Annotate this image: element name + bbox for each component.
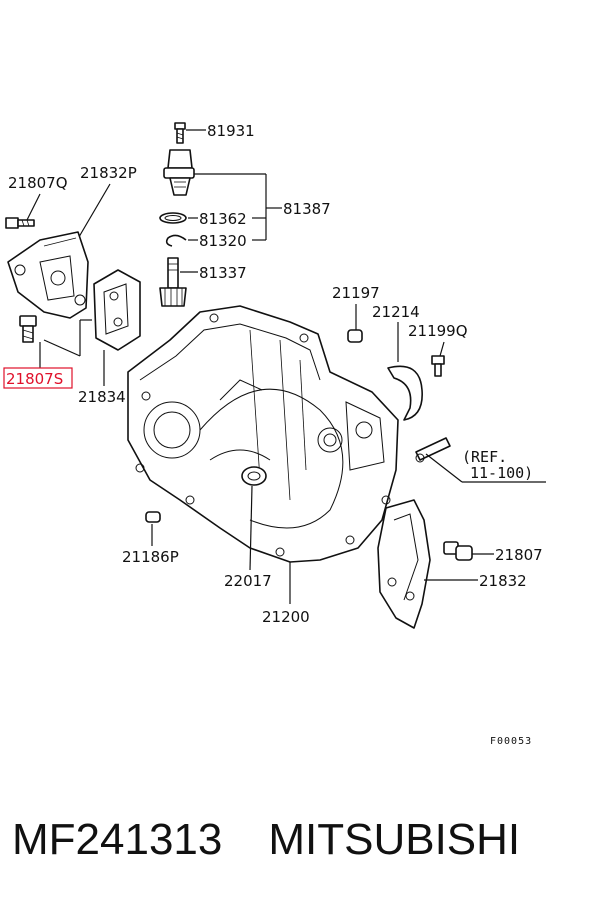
- ref-sensor: [415, 437, 451, 463]
- ref-line-1: (REF.: [462, 448, 507, 466]
- label-21186P: 21186P: [122, 548, 179, 566]
- dowel-pin-21186P: [145, 511, 161, 523]
- ref-line-2: 11-100): [470, 464, 533, 482]
- label-81931: 81931: [207, 122, 255, 140]
- transmission-case-21200: [127, 305, 399, 563]
- label-21834: 21834: [78, 388, 126, 406]
- footer: MF241313 MITSUBISHI: [12, 800, 592, 880]
- label-21807Q: 21807Q: [8, 174, 68, 192]
- label-21200: 21200: [262, 608, 310, 626]
- label-81320: 81320: [199, 232, 247, 250]
- bracket-21834: [93, 269, 141, 351]
- bolt-21807S: [19, 315, 37, 343]
- label-21832: 21832: [479, 572, 527, 590]
- figure-code: F00053: [490, 736, 532, 747]
- bolt-21807: [443, 541, 473, 561]
- o-ring-81362: [159, 212, 187, 224]
- label-21807: 21807: [495, 546, 543, 564]
- brand-name: MITSUBISHI: [268, 815, 521, 864]
- mount-bracket-21832P: [7, 231, 89, 319]
- label-21807S[interactable]: 21807S: [6, 370, 63, 388]
- parts-diagram: 81931 81362 81320 81387 81337 21807Q: [3, 122, 546, 747]
- label-21214: 21214: [372, 303, 420, 321]
- label-81387: 81387: [283, 200, 331, 218]
- bracket-21214: [387, 365, 423, 421]
- label-21832P: 21832P: [80, 164, 137, 182]
- plug-21197: [347, 329, 363, 343]
- clip-81320: [165, 234, 187, 247]
- label-21197: 21197: [332, 284, 380, 302]
- bolt-21199Q: [431, 355, 445, 377]
- cover-21832: [377, 499, 431, 629]
- driven-gear-81337: [159, 257, 187, 307]
- label-81362: 81362: [199, 210, 247, 228]
- label-22017: 22017: [224, 572, 272, 590]
- oil-seal-22017: [241, 466, 267, 486]
- speed-sensor: [163, 149, 195, 196]
- label-81337: 81337: [199, 264, 247, 282]
- bolt-81931: [174, 122, 186, 144]
- bolt-21807Q: [5, 217, 35, 229]
- part-number: MF241313: [12, 815, 223, 864]
- highlight-box-21807S: [3, 367, 73, 389]
- label-21199Q: 21199Q: [408, 322, 468, 340]
